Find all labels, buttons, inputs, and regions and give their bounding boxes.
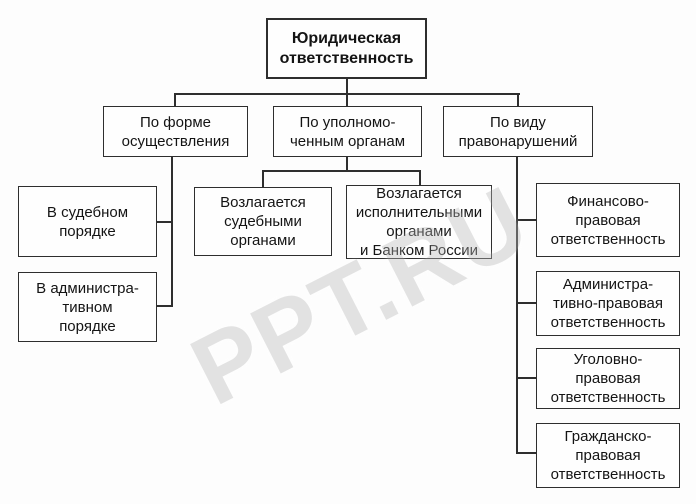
connector-organs-drop <box>346 157 348 172</box>
node-civil-liability: Гражданско- правовая ответственность <box>536 423 680 488</box>
connector-stub-administrative <box>157 305 173 307</box>
node-administrative-liability: Администра- тивно-правовая ответственнос… <box>536 271 680 336</box>
node-judicial-procedure: В судебном порядке <box>18 186 157 257</box>
connector-stub-civil <box>518 452 536 454</box>
connector-drop-by-organs <box>346 93 348 106</box>
node-by-violation-type: По виду правонарушений <box>443 106 593 157</box>
connector-stub-administrative-law <box>518 302 536 304</box>
node-administrative-procedure: В администра- тивном порядке <box>18 272 157 342</box>
node-by-form: По форме осуществления <box>103 106 248 157</box>
node-by-authorized-organs: По уполномо- ченным органам <box>273 106 422 157</box>
connector-form-spine <box>171 157 173 307</box>
connector-drop-executive <box>419 170 421 185</box>
connector-drop-by-violations <box>517 93 519 106</box>
connector-root-drop <box>346 78 348 94</box>
node-financial-liability: Финансово- правовая ответственность <box>536 183 680 257</box>
connector-violations-spine <box>516 157 518 454</box>
connector-stub-judicial <box>157 221 173 223</box>
node-imposed-by-courts: Возлагается судебными органами <box>194 187 332 256</box>
connector-drop-courts <box>262 170 264 187</box>
node-imposed-by-executive: Возлагается исполнительными органами и Б… <box>346 185 492 259</box>
connector-stub-criminal <box>518 377 536 379</box>
connector-organs-horizontal <box>262 170 421 172</box>
connector-stub-financial <box>518 219 536 221</box>
connector-drop-by-form <box>174 93 176 106</box>
node-legal-liability: Юридическая ответственность <box>266 18 427 79</box>
node-criminal-liability: Уголовно- правовая ответственность <box>536 348 680 409</box>
